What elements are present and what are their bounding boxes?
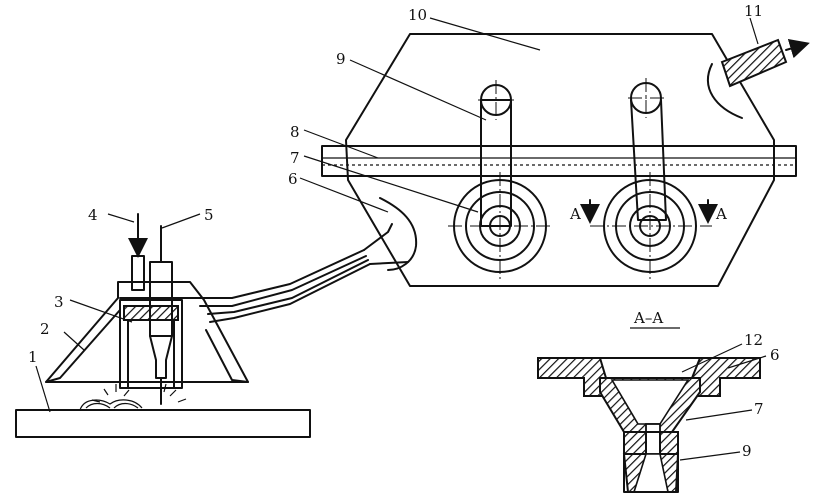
manifold-housing [345,33,775,287]
cross-rail [321,145,797,177]
leader-lines [35,17,767,461]
nozzle-arm-right [628,78,667,221]
connecting-duct [195,223,409,323]
label-1: 1 [28,348,38,366]
label-4: 4 [88,206,98,224]
electrode [149,225,173,405]
label-7b: 7 [754,400,764,418]
nozzle-left [448,172,552,282]
nozzle-arm-left [478,80,516,227]
weld-bead [79,383,187,411]
label-2: 2 [40,320,50,338]
nozzle-right [590,172,712,282]
suction-hood [45,281,249,383]
label-9b: 9 [742,442,752,460]
label-6: 6 [288,170,298,188]
label-11: 11 [744,2,763,20]
label-6b: 6 [770,346,780,364]
label-7: 7 [290,149,300,167]
section-mark-right: A [698,199,727,224]
part-labels: 1 2 3 4 5 6 7 8 9 10 11 12 6 7 9 [28,2,780,460]
label-10: 10 [408,6,427,24]
gas-inlet-tube [128,213,148,291]
svg-text:A: A [715,205,727,223]
label-9: 9 [336,50,346,68]
label-5: 5 [204,206,214,224]
section-detail: A–A [537,309,761,493]
label-8: 8 [290,123,300,141]
svg-text:A: A [569,205,581,223]
exhaust-pipe [706,38,810,119]
label-12: 12 [744,331,763,349]
label-3: 3 [54,293,64,311]
base-plate [15,409,311,438]
section-mark-left: A [569,199,600,224]
svg-text:A–A: A–A [633,309,663,327]
